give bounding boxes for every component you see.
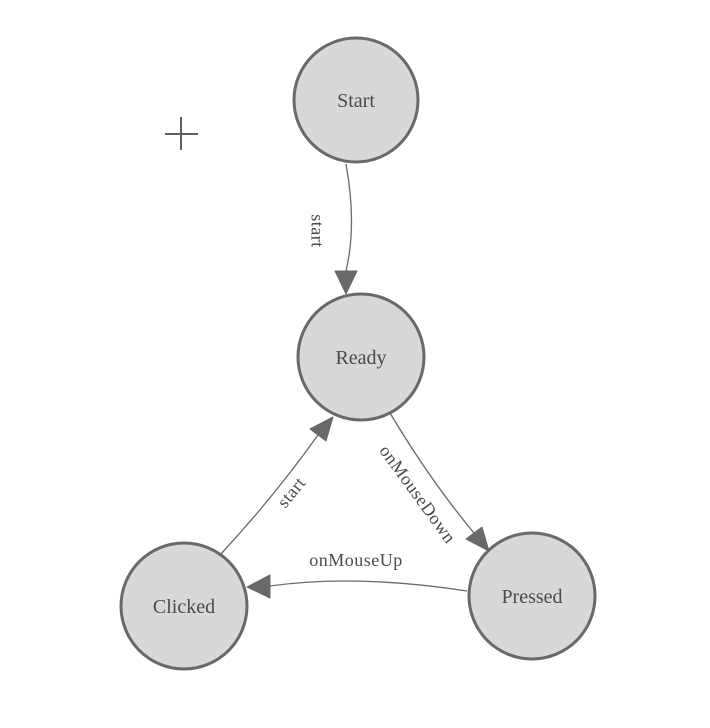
arrowhead-icon: [334, 270, 358, 295]
state-circle[interactable]: [296, 292, 426, 422]
state-node-pressed[interactable]: Pressed: [467, 531, 597, 661]
state-label: Ready: [335, 347, 386, 369]
edge-pressed-to-clicked[interactable]: onMouseUp: [246, 550, 468, 599]
state-node-start[interactable]: Start: [292, 36, 420, 164]
state-circle[interactable]: [119, 541, 249, 671]
edge-label-start2: start: [273, 473, 310, 512]
state-node-ready[interactable]: Ready: [296, 292, 426, 422]
edge-ready-to-pressed[interactable]: onMouseDown: [375, 412, 490, 552]
state-circle[interactable]: [467, 531, 597, 661]
state-label: Start: [337, 90, 375, 112]
edge-label-onmouseup: onMouseUp: [309, 550, 403, 570]
edge-path[interactable]: [345, 163, 353, 272]
edge-label-start: start: [308, 214, 328, 248]
state-label: Pressed: [501, 586, 562, 608]
edge-start-to-ready[interactable]: start: [308, 163, 358, 295]
edge-clicked-to-ready[interactable]: start: [219, 416, 334, 556]
arrowhead-icon: [246, 574, 271, 599]
arrowhead-icon: [309, 416, 334, 442]
state-circle[interactable]: [292, 36, 420, 164]
state-label: Clicked: [153, 596, 215, 618]
edge-path[interactable]: [389, 412, 475, 534]
edge-path[interactable]: [219, 434, 319, 556]
state-node-clicked[interactable]: Clicked: [119, 541, 249, 671]
edge-path[interactable]: [269, 580, 468, 592]
arrowhead-icon: [465, 526, 490, 552]
crosshair-icon: [165, 117, 198, 150]
